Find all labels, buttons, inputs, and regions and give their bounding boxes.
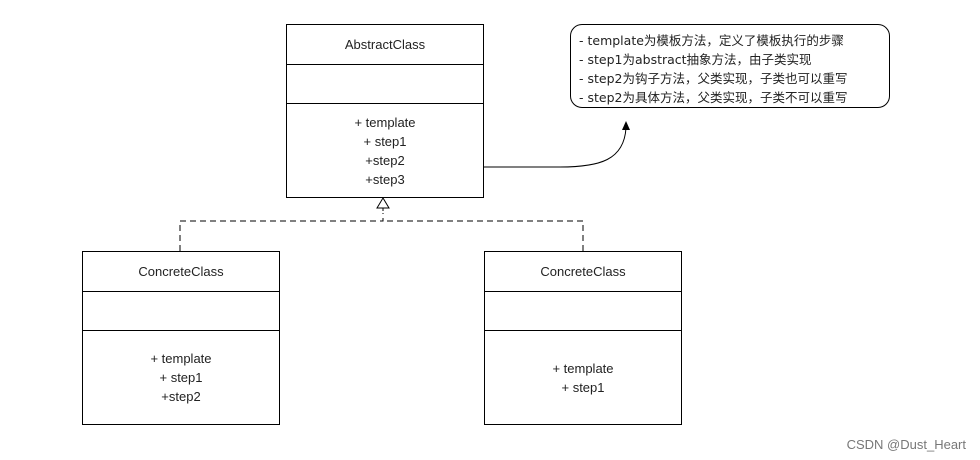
abstract-class-methods: + template + step1 +step2 +step3 xyxy=(287,103,483,197)
abstract-class-attributes xyxy=(287,64,483,103)
concrete-class-right-methods: + template + step1 xyxy=(485,330,681,424)
note-box[interactable]: - template为模板方法，定义了模板执行的步骤 - step1为abstr… xyxy=(570,24,890,108)
note-line: - step1为abstract抽象方法，由子类实现 xyxy=(579,52,812,67)
note-line: - template为模板方法，定义了模板执行的步骤 xyxy=(579,33,844,48)
left-realization-line xyxy=(179,213,384,251)
method-item: + template xyxy=(354,114,416,130)
abstract-class-box[interactable]: AbstractClass + template + step1 +step2 … xyxy=(286,24,484,198)
concrete-class-left-name: ConcreteClass xyxy=(138,264,224,279)
inheritance-arrowhead xyxy=(376,197,390,209)
note-arrowhead xyxy=(622,121,630,130)
note-connector-line xyxy=(484,127,627,168)
concrete-class-right-attributes xyxy=(485,291,681,330)
method-item: + template xyxy=(552,360,614,376)
concrete-class-left-methods: + template + step1 +step2 xyxy=(83,330,279,424)
concrete-class-left-attributes xyxy=(83,291,279,330)
right-realization-line xyxy=(383,220,584,251)
method-item: + template xyxy=(150,351,212,366)
method-item: + step1 xyxy=(363,133,407,149)
method-item: +step3 xyxy=(365,171,405,187)
method-item: + step1 xyxy=(159,370,203,385)
watermark: CSDN @Dust_Heart xyxy=(846,437,966,452)
note-line: - step2为钩子方法，父类实现，子类也可以重写 xyxy=(579,71,848,86)
concrete-class-right-name: ConcreteClass xyxy=(540,264,626,279)
method-item: + step1 xyxy=(561,379,605,395)
note-line: - step2为具体方法，父类实现，子类不可以重写 xyxy=(579,90,848,105)
method-item: +step2 xyxy=(161,389,201,404)
abstract-class-name: AbstractClass xyxy=(344,37,426,52)
method-item: +step2 xyxy=(365,152,405,168)
concrete-class-right-box[interactable]: ConcreteClass + template + step1 xyxy=(484,251,682,425)
concrete-class-left-box[interactable]: ConcreteClass + template + step1 +step2 xyxy=(82,251,280,425)
